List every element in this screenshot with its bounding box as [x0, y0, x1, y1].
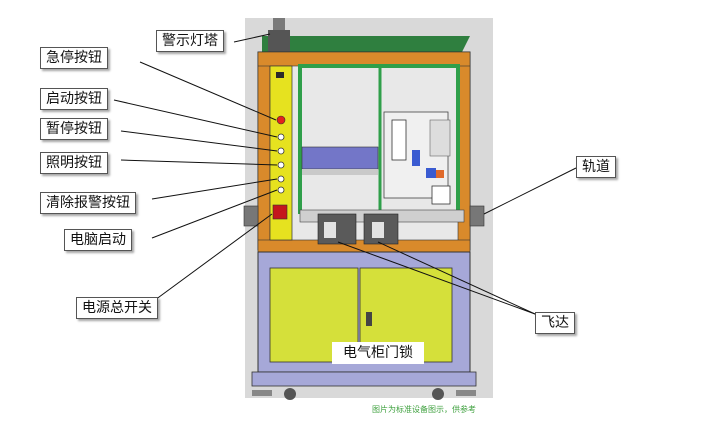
leader-warning-tower [233, 33, 271, 43]
label-flying-probe: 飞达 [535, 312, 575, 334]
mechanism-rails [429, 119, 451, 157]
rail-clamp-right [469, 205, 485, 227]
foot-left [252, 390, 272, 396]
light-knob [277, 161, 285, 169]
rail-clamp-left [243, 205, 259, 227]
clear-alarm-knob [277, 175, 285, 183]
label-pause-button: 暂停按钮 [40, 118, 108, 140]
leader-emergency-stop [139, 61, 277, 121]
label-rail: 轨道 [576, 156, 616, 178]
top-beam [257, 51, 471, 67]
label-light-button: 照明按钮 [40, 152, 108, 174]
watermark-text: 图片为标准设备图示，供参考 [372, 405, 476, 414]
label-pc-start: 电脑启动 [64, 229, 132, 251]
label-warning-tower: 警示灯塔 [156, 30, 224, 52]
label-cabinet-lock: 电气柜门锁 [332, 342, 424, 364]
caster-left [284, 388, 296, 400]
warning-tower-base [268, 30, 290, 52]
cabinet-base [251, 371, 477, 387]
leader-light [120, 159, 278, 166]
gantry-beam [301, 146, 379, 170]
feeder-left-inner [324, 222, 336, 238]
top-cap [262, 36, 470, 52]
leader-feeder-2 [377, 241, 536, 315]
panel-indicator [276, 72, 284, 78]
caster-right [432, 388, 444, 400]
gantry-beam-lower [302, 169, 378, 175]
mechanism-plate [391, 119, 407, 161]
leader-pc-start [151, 189, 278, 239]
label-main-power-switch: 电源总开关 [76, 297, 158, 319]
emergency-stop-knob [276, 115, 286, 125]
label-start-button: 启动按钮 [40, 88, 108, 110]
leader-rail [483, 167, 577, 215]
mechanism-blue-1 [412, 150, 420, 166]
door-lock [366, 312, 372, 326]
leader-start [113, 99, 278, 138]
leader-pause [120, 130, 278, 152]
leader-clear-alarm [151, 178, 278, 200]
label-clear-alarm-button: 清除报警按钮 [40, 192, 136, 214]
leader-power-switch [154, 213, 273, 301]
pc-start-knob [277, 186, 285, 194]
mechanism-orange [436, 170, 444, 178]
feeder-right-inner [372, 222, 384, 238]
mechanism-blue-2 [426, 168, 436, 178]
label-emergency-stop: 急停按钮 [40, 47, 108, 69]
foot-right [456, 390, 476, 396]
leader-lines [113, 33, 577, 315]
power-switch [272, 204, 288, 220]
pause-knob [277, 147, 285, 155]
leader-feeder-1 [337, 241, 536, 315]
mechanism-side [431, 185, 451, 205]
start-knob [277, 133, 285, 141]
feeder-left [317, 213, 357, 245]
